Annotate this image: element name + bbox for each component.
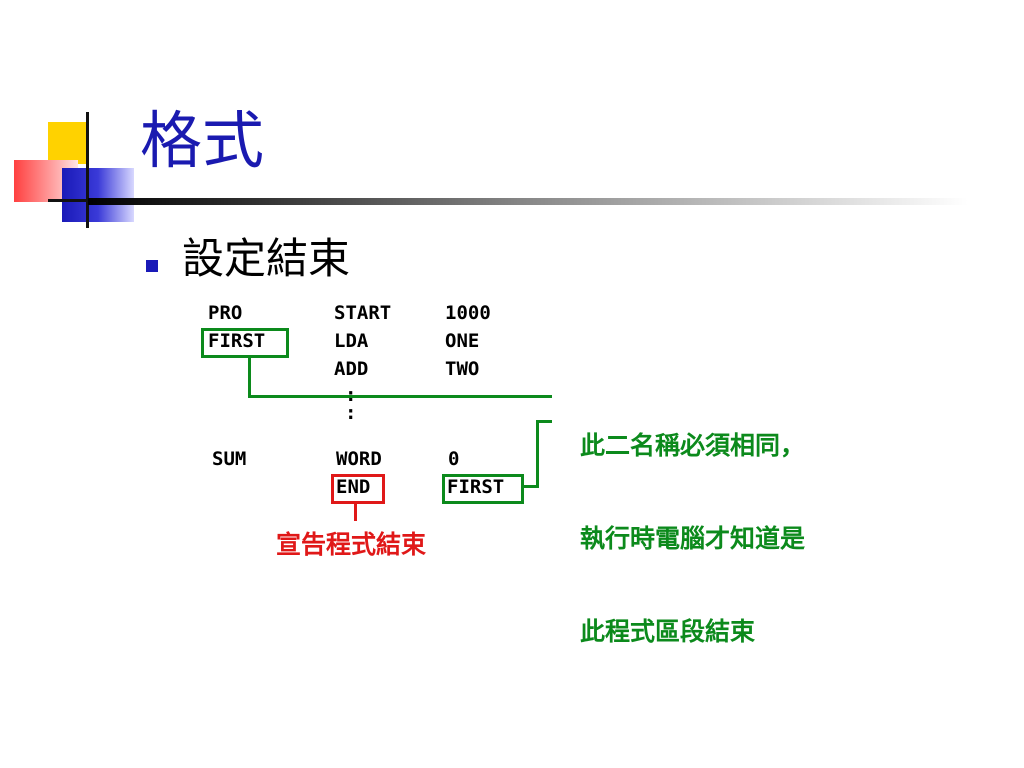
code-label-first: FIRST [208, 330, 266, 352]
code-op-word: WORD [336, 448, 382, 470]
connector-operand-top [536, 420, 552, 423]
bullet-text: 設定結束 [182, 234, 351, 283]
connector-end-down [354, 501, 357, 521]
slide-title: 格式 [140, 104, 265, 177]
note-same-name: 此二名稱必須相同， 執行時電腦才知道是 此程式區段結束 [580, 368, 805, 678]
logo-square-blue [62, 168, 134, 222]
code-operand-one: ONE [445, 330, 480, 352]
code-label-pro: PRO [208, 302, 243, 324]
end-box [331, 474, 385, 504]
logo-square-yellow [48, 122, 88, 164]
code-label-sum: SUM [212, 448, 247, 470]
logo-vertical-line [86, 112, 89, 228]
note-end-declaration: 宣告程式結束 [276, 530, 427, 559]
code-operand-zero: 0 [448, 448, 460, 470]
code-op-end: END [336, 476, 371, 498]
code-ellipsis: : : [345, 386, 357, 424]
code-operand-first: FIRST [447, 476, 505, 498]
code-operand-two: TWO [445, 358, 480, 380]
code-operand-1000: 1000 [445, 302, 491, 324]
connector-operand-up [536, 420, 539, 488]
connector-first-horizontal [248, 395, 552, 398]
code-op-start: START [334, 302, 392, 324]
code-op-add: ADD [334, 358, 369, 380]
connector-operand-stub [521, 485, 539, 488]
code-op-lda: LDA [334, 330, 369, 352]
note-line-1: 此二名稱必須相同， [580, 431, 806, 460]
note-line-2: 執行時電腦才知道是 [580, 524, 806, 553]
note-line-3: 此程式區段結束 [580, 617, 756, 646]
first-operand-box [442, 474, 524, 504]
logo-horizontal-line [48, 199, 88, 202]
bullet-marker [146, 260, 158, 272]
title-rule [88, 198, 968, 205]
connector-first-down [248, 355, 251, 398]
first-label-box [201, 328, 289, 358]
